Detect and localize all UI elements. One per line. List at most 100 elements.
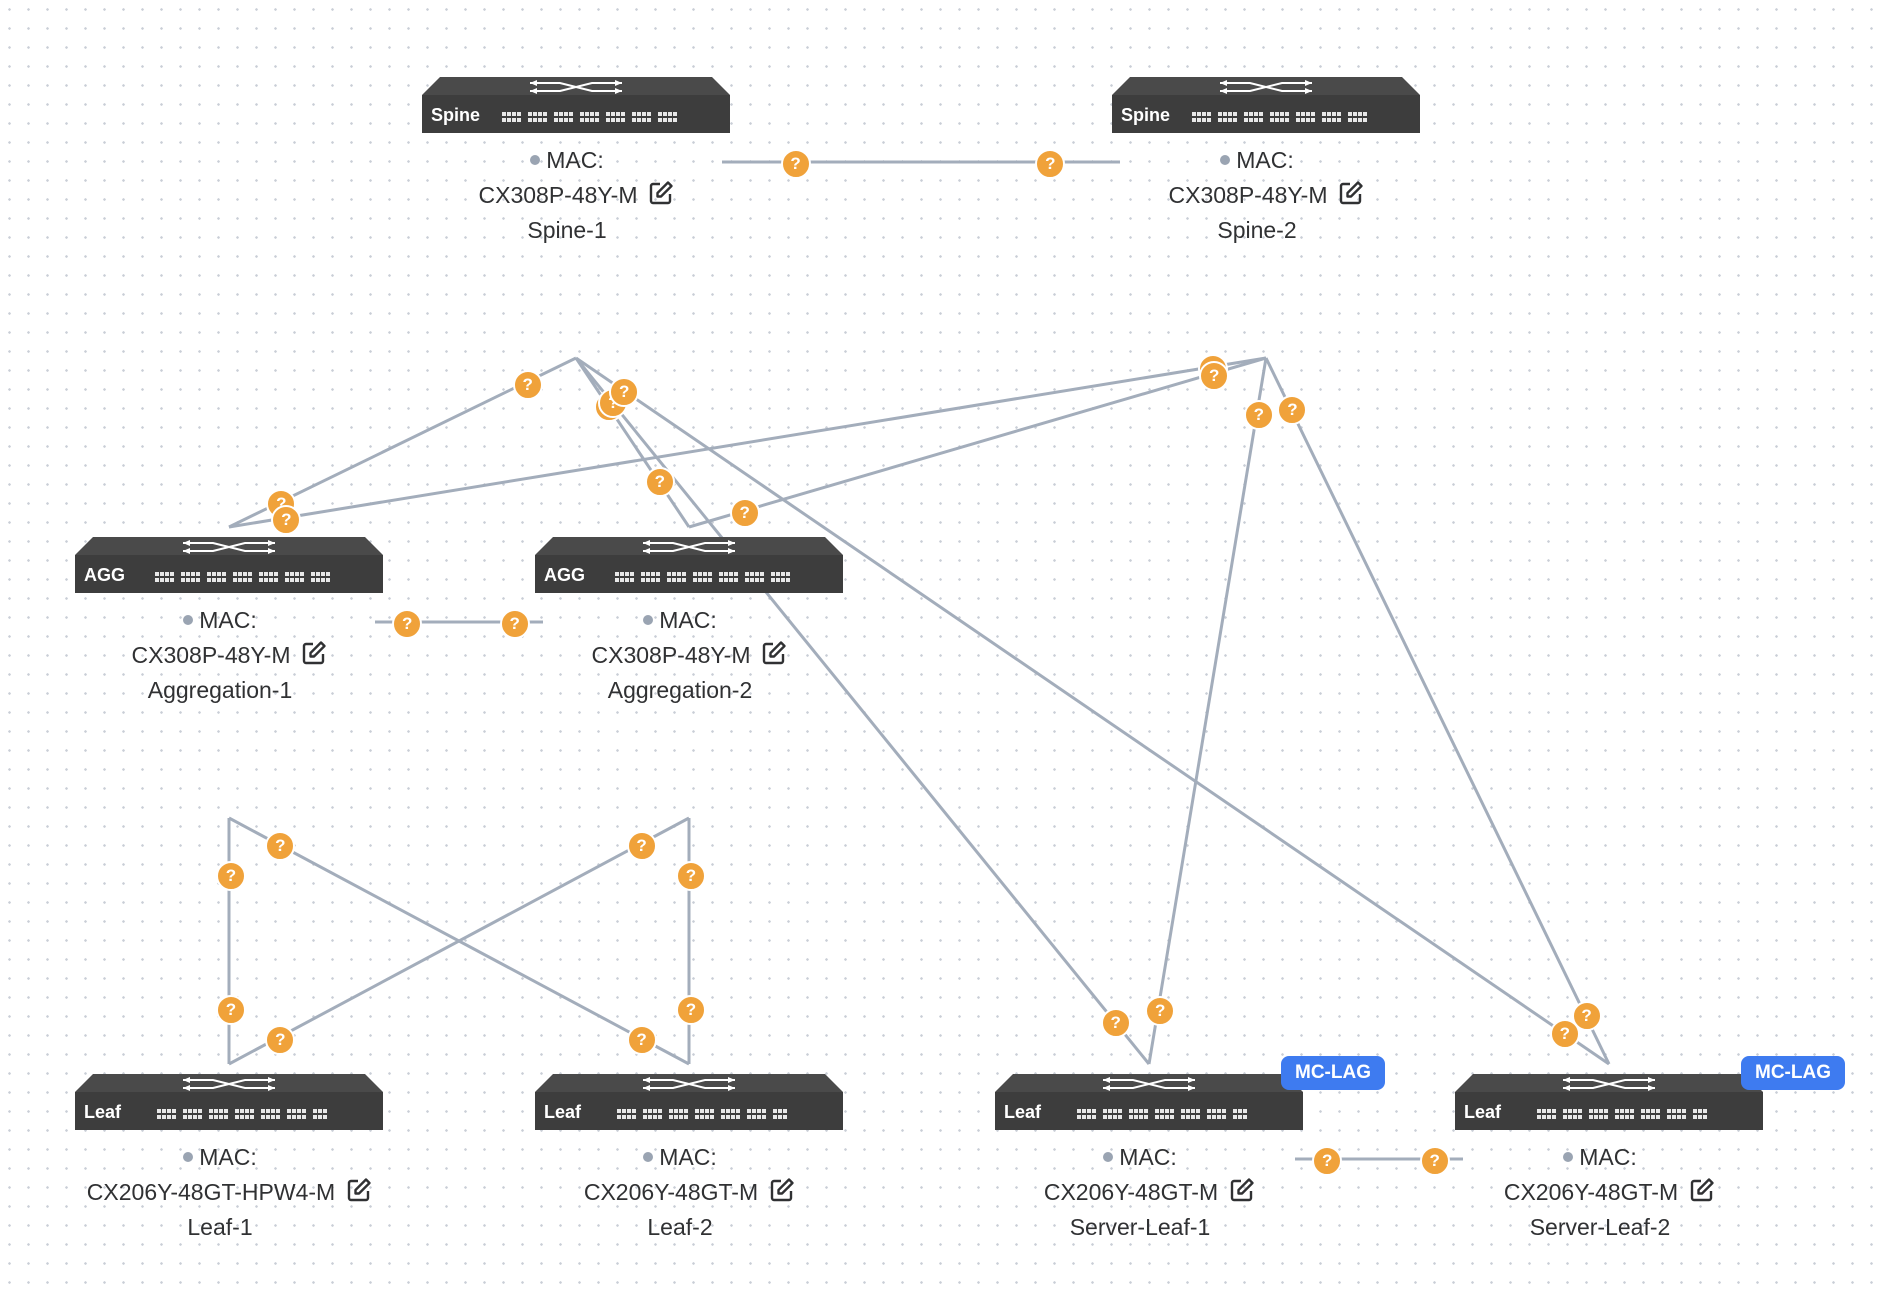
network-switch-icon[interactable]: Spine: [1112, 75, 1420, 133]
edit-icon[interactable]: [345, 1176, 373, 1204]
link-spine2-agg1[interactable]: [228, 356, 1267, 529]
mac-address-label: MAC:: [1102, 147, 1412, 174]
link-spine1-sleaf2[interactable]: [575, 356, 1610, 1066]
network-switch-icon[interactable]: Leaf: [535, 1072, 843, 1130]
link-status-icon[interactable]: ?: [626, 1024, 657, 1055]
edit-icon[interactable]: [1228, 1176, 1256, 1204]
device-name: Leaf-1: [187, 1214, 253, 1240]
switch-type-label: AGG: [84, 565, 125, 585]
device-name: Server-Leaf-1: [1069, 1214, 1211, 1240]
model-name: CX308P-48Y-M: [131, 642, 291, 668]
switch-type-label: Spine: [1121, 105, 1170, 125]
link-status-icon[interactable]: ?: [1243, 400, 1274, 431]
mc-lag-badge[interactable]: MC-LAG: [1281, 1056, 1385, 1090]
switch-node-leaf2[interactable]: Leaf MAC: CX206Y-48GT-M Leaf-2: [525, 1072, 855, 1292]
link-status-icon[interactable]: ?: [676, 861, 706, 891]
link-status-icon[interactable]: ?: [271, 504, 302, 535]
switch-type-label: Leaf: [84, 1102, 122, 1122]
model-name: CX206Y-48GT-M: [1043, 1179, 1219, 1205]
status-dot: [643, 615, 654, 625]
link-status-icon[interactable]: ?: [216, 861, 246, 891]
edit-icon[interactable]: [1337, 179, 1365, 207]
mac-address-label: MAC:: [412, 147, 722, 174]
mac-text: MAC:: [659, 607, 717, 633]
edit-icon[interactable]: [1688, 1176, 1716, 1204]
link-status-icon[interactable]: ?: [1571, 1000, 1602, 1031]
model-name: CX308P-48Y-M: [591, 642, 751, 668]
edit-icon[interactable]: [647, 179, 675, 207]
link-status-icon[interactable]: ?: [216, 995, 246, 1025]
network-switch-icon[interactable]: Leaf: [1455, 1072, 1763, 1130]
mc-lag-badge[interactable]: MC-LAG: [1741, 1056, 1845, 1090]
model-name: CX206Y-48GT-M: [1503, 1179, 1679, 1205]
edit-icon[interactable]: [300, 639, 328, 667]
model-row: CX308P-48Y-M: [65, 639, 395, 669]
device-name: Spine-2: [1217, 217, 1297, 243]
status-dot: [183, 1152, 194, 1162]
model-row: CX308P-48Y-M: [412, 179, 742, 209]
link-spine2-sleaf2[interactable]: [1264, 357, 1611, 1065]
link-status-icon[interactable]: ?: [1100, 1007, 1131, 1038]
link-status-icon[interactable]: ?: [626, 831, 657, 862]
switch-node-spine2[interactable]: Spine MAC: CX308P-48Y-M Spine-2: [1102, 75, 1432, 295]
model-row: CX206Y-48GT-M: [985, 1176, 1315, 1206]
switch-node-sleaf2[interactable]: Leaf MAC: CX206Y-48GT-M Server-Leaf-2 MC…: [1445, 1056, 1845, 1292]
mac-text: MAC:: [199, 1144, 257, 1170]
link-status-icon[interactable]: ?: [780, 149, 811, 179]
link-status-icon[interactable]: ?: [1145, 995, 1176, 1026]
link-status-icon[interactable]: ?: [1312, 1146, 1343, 1176]
network-switch-icon[interactable]: AGG: [75, 535, 383, 593]
switch-type-label: Leaf: [1004, 1102, 1042, 1122]
mac-address-label: MAC:: [65, 1144, 375, 1171]
mac-address-label: MAC:: [525, 607, 835, 634]
mac-text: MAC:: [659, 1144, 717, 1170]
link-status-icon[interactable]: ?: [1035, 149, 1066, 179]
link-status-icon[interactable]: ?: [676, 995, 706, 1025]
switch-node-sleaf1[interactable]: Leaf MAC: CX206Y-48GT-M Server-Leaf-1 MC…: [985, 1056, 1385, 1292]
switch-node-leaf1[interactable]: Leaf MAC: CX206Y-48GT-HPW4-M Leaf-1: [65, 1072, 395, 1292]
link-status-icon[interactable]: ?: [609, 376, 640, 407]
link-status-icon[interactable]: ?: [1277, 395, 1308, 426]
mac-text: MAC:: [546, 147, 604, 173]
link-status-icon[interactable]: ?: [729, 498, 760, 529]
status-dot: [183, 615, 194, 625]
model-row: CX308P-48Y-M: [1102, 179, 1432, 209]
link-spine2-sleaf1[interactable]: [1147, 357, 1268, 1065]
edit-icon[interactable]: [768, 1176, 796, 1204]
link-status-icon[interactable]: ?: [1199, 360, 1230, 391]
status-dot: [1103, 1152, 1114, 1162]
switch-type-label: Leaf: [1464, 1102, 1502, 1122]
status-dot: [643, 1152, 654, 1162]
mac-address-label: MAC:: [985, 1144, 1295, 1171]
mac-address-label: MAC:: [525, 1144, 835, 1171]
mac-address-label: MAC:: [65, 607, 375, 634]
link-status-icon[interactable]: ?: [392, 609, 423, 639]
model-row: CX308P-48Y-M: [525, 639, 855, 669]
device-name: Aggregation-1: [147, 677, 293, 703]
link-agg2-leaf1[interactable]: [228, 816, 690, 1066]
link-status-icon[interactable]: ?: [512, 369, 543, 400]
network-switch-icon[interactable]: AGG: [535, 535, 843, 593]
network-switch-icon[interactable]: Leaf: [995, 1072, 1303, 1130]
switch-node-agg2[interactable]: AGG MAC: CX308P-48Y-M Aggregation-2: [525, 535, 855, 755]
status-dot: [530, 155, 541, 165]
link-spine1-agg2[interactable]: [574, 357, 691, 528]
switch-node-spine1[interactable]: Spine MAC: CX308P-48Y-M Spine-1: [412, 75, 742, 295]
network-switch-icon[interactable]: Spine: [422, 75, 730, 133]
model-row: CX206Y-48GT-M: [525, 1176, 855, 1206]
edit-icon[interactable]: [760, 639, 788, 667]
device-name: Leaf-2: [647, 1214, 713, 1240]
link-status-icon[interactable]: ?: [499, 609, 530, 639]
mac-text: MAC:: [1579, 1144, 1637, 1170]
link-status-icon[interactable]: ?: [265, 1024, 296, 1055]
status-dot: [1563, 1152, 1574, 1162]
switch-node-agg1[interactable]: AGG MAC: CX308P-48Y-M Aggregation-1: [65, 535, 395, 755]
model-name: CX308P-48Y-M: [1168, 182, 1328, 208]
model-row: CX206Y-48GT-M: [1445, 1176, 1775, 1206]
link-status-icon[interactable]: ?: [644, 467, 675, 498]
network-switch-icon[interactable]: Leaf: [75, 1072, 383, 1130]
link-status-icon[interactable]: ?: [265, 831, 296, 862]
link-status-icon[interactable]: ?: [1419, 1146, 1450, 1176]
link-spine2-agg2[interactable]: [688, 356, 1267, 529]
